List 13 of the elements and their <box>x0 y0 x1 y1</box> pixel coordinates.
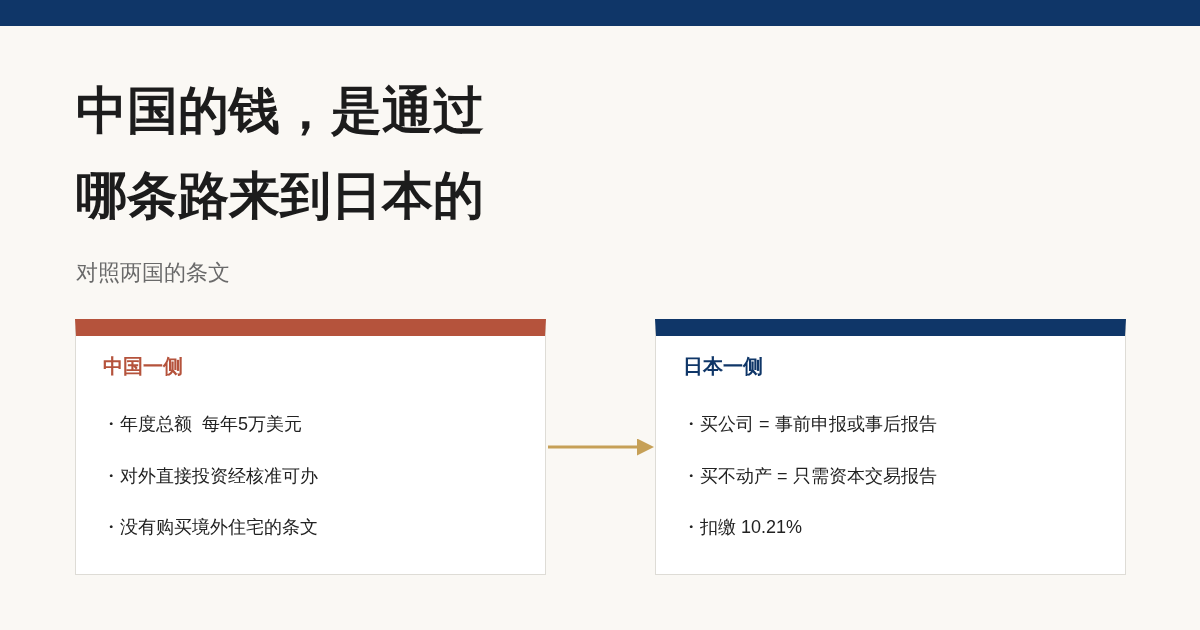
title: 中国的钱，是通过哪条路来到日本的 <box>76 81 485 226</box>
bullet-item: ・年度总额 每年5万美元 <box>102 413 302 436</box>
arrow <box>548 438 654 456</box>
info-card <box>75 319 546 575</box>
bullet-item: ・扣缴 10.21% <box>682 516 803 539</box>
card-heading: 中国一侧 <box>103 354 183 379</box>
bullet-item: ・没有购买境外住宅的条文 <box>102 516 318 539</box>
subtitle: 对照两国的条文 <box>76 259 230 287</box>
bullet-item: ・对外直接投资经核准可办 <box>102 464 318 488</box>
bullet-item: ・买公司 = 事前申报或事后报告 <box>682 413 937 436</box>
info-card <box>655 319 1126 575</box>
bullet-item: ・买不动产 = 只需资本交易报告 <box>682 464 937 488</box>
card-heading: 日本一侧 <box>683 354 763 379</box>
